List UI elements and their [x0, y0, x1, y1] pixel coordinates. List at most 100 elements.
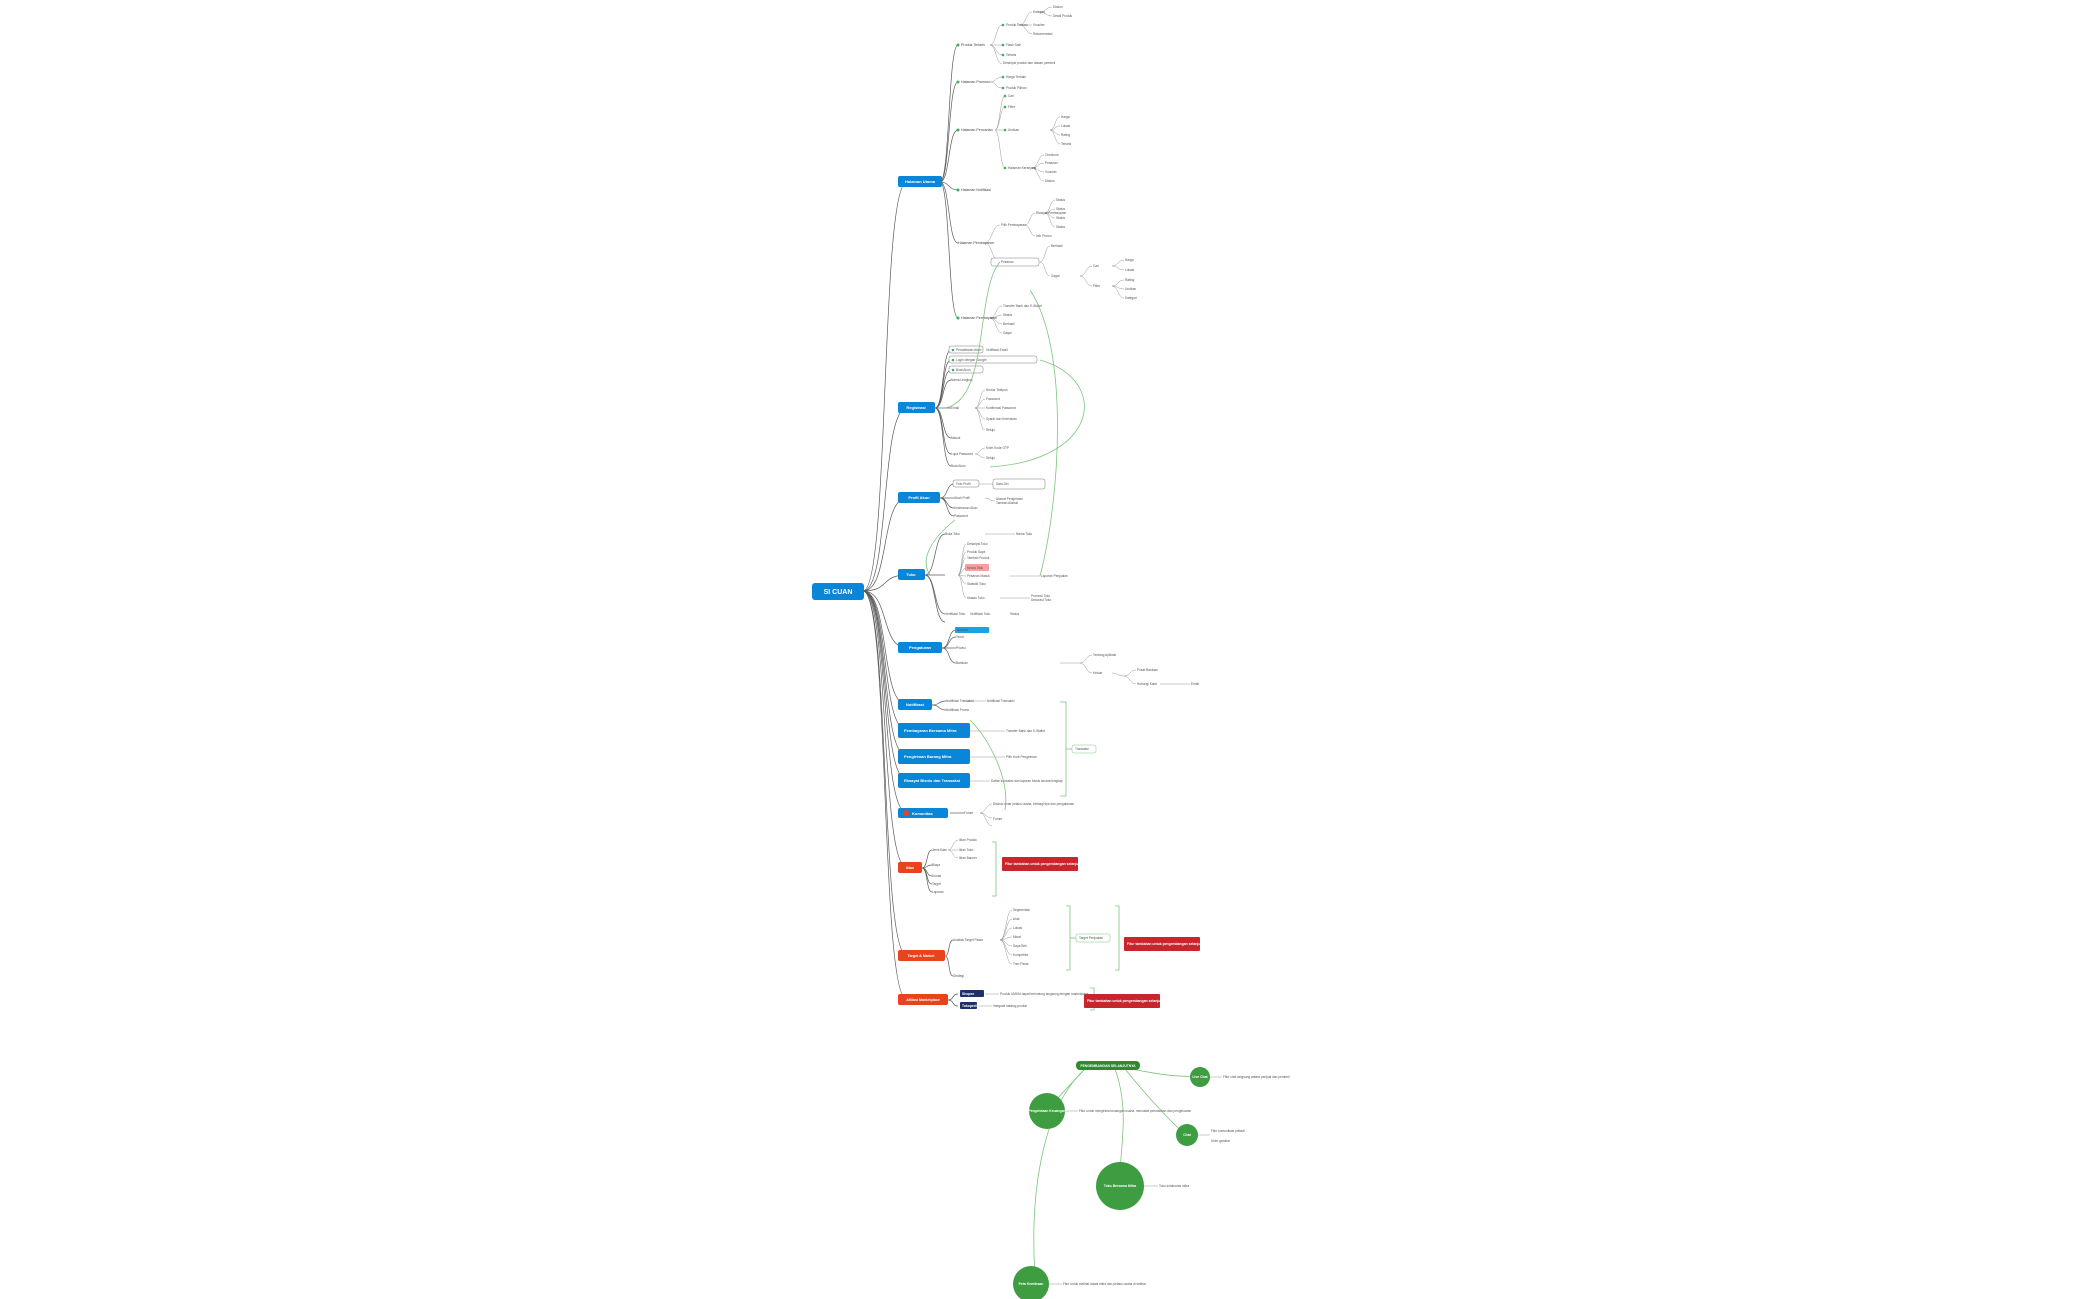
node-kelola-stok[interactable]: Kelola Stok [967, 566, 984, 570]
node-syarat[interactable]: Syarat dan Ketentuan [986, 417, 1017, 421]
root-node[interactable]: SI CUAN [812, 583, 864, 600]
node-buat-akun[interactable]: Buat Akun [956, 368, 971, 372]
node-halaman-pembayaran-2[interactable]: Halaman Pembayaran [961, 316, 997, 320]
node-analisis-target[interactable]: Analisis Target Pasar [953, 938, 984, 942]
node-status-bayar[interactable]: Status [1003, 313, 1012, 317]
node-transfer-ewallet[interactable]: Transfer Bank dan E-Wallet [1006, 729, 1045, 733]
node-produk-pilihan[interactable]: Produk Pilihan [1006, 86, 1027, 90]
node-notif-promo[interactable]: Notifikasi Promo [946, 708, 969, 712]
node-berhasil[interactable]: Berhasil [1051, 244, 1063, 248]
node-harga-terbaik[interactable]: Harga Terbaik [1006, 75, 1026, 79]
node-riwayat-pembayaran[interactable]: Riwayat Pembayaran [1036, 211, 1067, 215]
cluster-node-keuangan[interactable]: Pengelolaan Keuangan [1028, 1093, 1066, 1129]
node-transfer[interactable]: Transfer Bank dan E-Wallet [1003, 304, 1042, 308]
node-tema[interactable]: Tema [956, 635, 964, 639]
node-lokasi-3[interactable]: Lokasi [1013, 926, 1023, 930]
node-masuk[interactable]: Masuk [951, 436, 961, 440]
node-status-1[interactable]: Status [1056, 198, 1065, 202]
branch-node-notifikasi[interactable]: Notifikasi [898, 699, 932, 710]
node-pesanan[interactable]: Pesanan [1045, 161, 1058, 165]
node-hubungi[interactable]: Hubungi Kami [1137, 682, 1157, 686]
node-bantuan[interactable]: Bantuan [956, 661, 968, 665]
node-halaman-keranjang[interactable]: Halaman Keranjang [1008, 166, 1036, 170]
cluster-node-toko-mitra[interactable]: Toko Bersama Mitra [1096, 1162, 1144, 1210]
node-forum[interactable]: Forum [964, 811, 974, 815]
cluster-node-live-chat[interactable]: Live Chat [1190, 1067, 1210, 1087]
node-gagal[interactable]: Gagal [1051, 274, 1060, 278]
node-terlaris[interactable]: Terlaris [1006, 53, 1017, 57]
branch-node-afiliasi[interactable]: Afiliasi Marketplace [898, 994, 948, 1005]
node-keluar[interactable]: Keluar [1093, 671, 1103, 675]
branch-node-iklan[interactable]: Iklan [898, 862, 922, 873]
node-berhasil-2[interactable]: Berhasil [1003, 322, 1015, 326]
node-info-promo[interactable]: Info Promo [1036, 234, 1052, 238]
node-deskripsi-toko[interactable]: Deskripsi Toko [967, 542, 988, 546]
node-cari-2[interactable]: Cari [1093, 264, 1099, 268]
node-forum-2[interactable]: Forum [993, 817, 1003, 821]
node-password[interactable]: Password [986, 397, 1000, 401]
node-nama-toko[interactable]: Nama Toko [1016, 532, 1032, 536]
node-biaya[interactable]: Biaya [932, 863, 940, 867]
node-lokasi-2[interactable]: Lokasi [1125, 268, 1135, 272]
node-email-2[interactable]: Email [1191, 682, 1199, 686]
node-tren-pasar[interactable]: Tren Pasar [1013, 962, 1030, 966]
node-pusat-bantuan[interactable]: Pusat Bantuan [1137, 668, 1158, 672]
node-tokopedia[interactable]: Tokopedia [962, 1004, 979, 1008]
node-keamanan[interactable]: Keamanan Akun [954, 506, 978, 510]
node-flash-sale[interactable]: Flash Sale [1006, 43, 1021, 47]
node-kurir[interactable]: Pilih Kurir Pengiriman [1006, 755, 1037, 759]
node-rating[interactable]: Rating [1061, 133, 1070, 137]
branch-node-target-market[interactable]: Target & Market [898, 950, 945, 961]
node-pesanan-masuk[interactable]: Pesanan Masuk [967, 574, 990, 578]
node-urutkan-2[interactable]: Urutkan [1125, 287, 1136, 291]
node-lokasi[interactable]: Lokasi [1061, 124, 1071, 128]
node-verifikasi-toko-2[interactable]: Verifikasi Toko [970, 612, 991, 616]
node-verifikasi-toko[interactable]: Verifikasi Toko [945, 612, 966, 616]
cluster-node-chat[interactable]: Chat [1176, 1124, 1198, 1146]
node-pesanan-box[interactable]: Pesanan [1001, 260, 1014, 264]
node-urutkan[interactable]: Urutkan [1008, 128, 1019, 132]
node-filter-2[interactable]: Filter [1093, 284, 1101, 288]
node-bahasa[interactable]: Bahasa [957, 628, 968, 632]
node-detail-produk[interactable]: Detail Produk [1053, 14, 1073, 18]
node-password-3[interactable]: Password [954, 514, 968, 518]
node-status-toko[interactable]: Status [1010, 612, 1019, 616]
node-harga-2[interactable]: Harga [1125, 258, 1134, 262]
node-laporan-penjualan[interactable]: Laporan Penjualan [1041, 574, 1068, 578]
node-pendaftaran-akun[interactable]: Pendaftaran Akun [956, 348, 982, 352]
node-konfirmasi-password[interactable]: Konfirmasi Password [986, 406, 1016, 410]
node-produk-saya[interactable]: Produk Saya [967, 550, 985, 554]
node-promosi-toko[interactable]: Promosi Toko [1031, 594, 1050, 598]
node-filter[interactable]: Filter [1008, 105, 1016, 109]
node-buka-toko[interactable]: Buka Toko [945, 532, 960, 536]
node-kompetitor[interactable]: Kompetitor [1013, 953, 1029, 957]
node-status-4[interactable]: Status [1056, 225, 1065, 229]
cluster-title[interactable]: PENGEMBANGAN SELANJUTNYA [1076, 1061, 1140, 1070]
node-produk-terlaris[interactable]: Produk Terlaris [961, 43, 985, 47]
node-durasi[interactable]: Durasi [932, 874, 942, 878]
node-segmentasi[interactable]: Segmentasi [1013, 908, 1030, 912]
node-dekorasi-toko[interactable]: Dekorasi Toko [1031, 598, 1051, 602]
node-verifikasi-email[interactable]: Verifikasi Email [986, 348, 1008, 352]
node-rekomendasi[interactable]: Rekomendasi [1033, 32, 1053, 36]
node-diskon-2[interactable]: Diskon [1045, 179, 1055, 183]
branch-node-pengaturan[interactable]: Pengaturan [898, 642, 942, 653]
node-voucher[interactable]: Voucher [1033, 23, 1046, 27]
node-jenis-iklan[interactable]: Jenis Iklan [932, 848, 947, 852]
node-kirim-otp[interactable]: Kirim Kode OTP [986, 446, 1009, 450]
node-shopee[interactable]: Shopee [962, 992, 974, 996]
node-daya-beli[interactable]: Daya Beli [1013, 944, 1027, 948]
node-status-3[interactable]: Status [1056, 216, 1065, 220]
node-halaman-pembayaran[interactable]: Halaman Pembayaran [958, 241, 994, 245]
node-ubah-profil[interactable]: Ubah Profil [954, 496, 970, 500]
node-checkout[interactable]: Checkout [1045, 153, 1059, 157]
branch-node-halaman-utama[interactable]: Halaman Utama [898, 176, 942, 187]
node-tambah-alamat[interactable]: Tambah Alamat [996, 501, 1018, 505]
branch-pembayaran-mitra[interactable]: Pembayaran Bersama Mitra [898, 723, 970, 738]
node-notif-transaksi[interactable]: Notifikasi Transaksi [946, 699, 974, 703]
node-statistik-toko[interactable]: Statistik Toko [967, 582, 986, 586]
node-email[interactable]: Email [951, 406, 959, 410]
node-lupa-password[interactable]: Lupa Password [951, 452, 973, 456]
node-produk-terbaru[interactable]: Produk Terbaru [1006, 23, 1028, 27]
node-tentang[interactable]: Tentang Aplikasi [1093, 653, 1116, 657]
